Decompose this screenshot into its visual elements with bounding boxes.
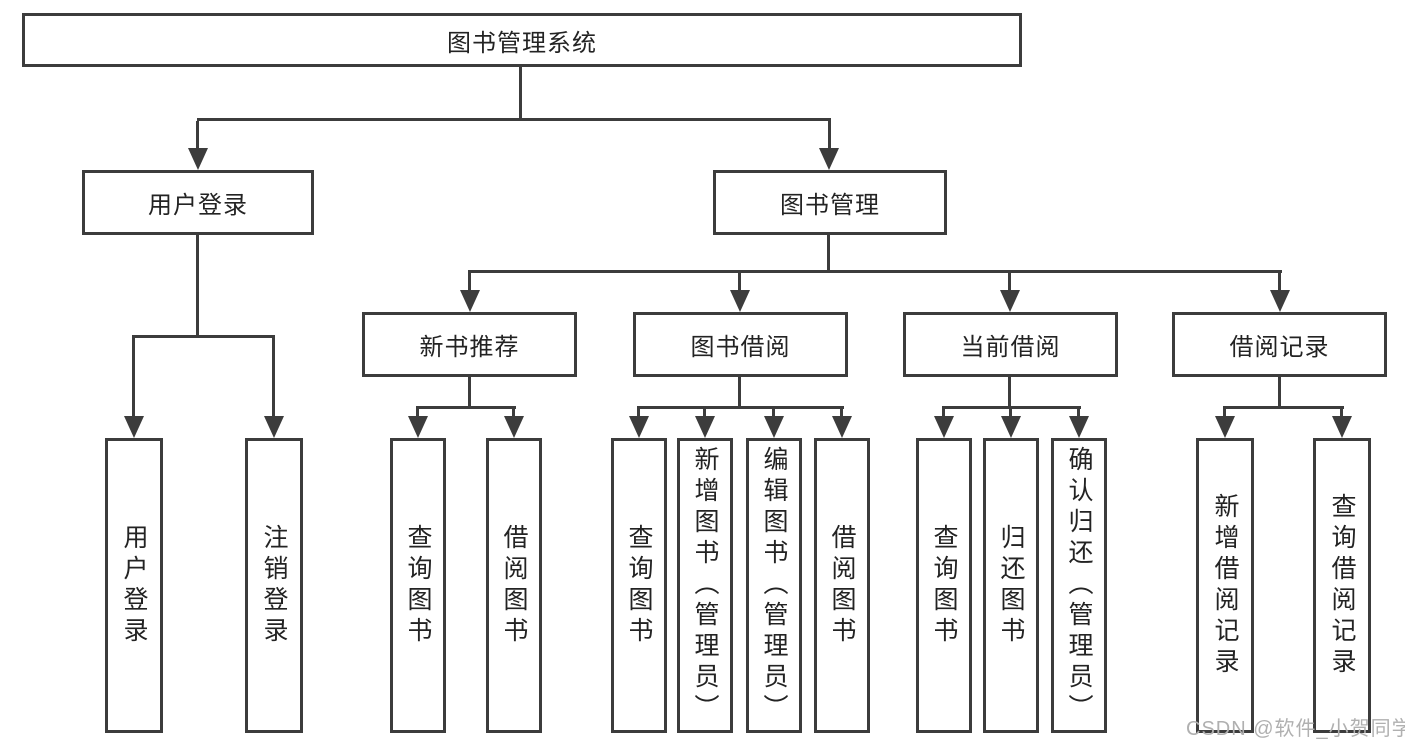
connector-book-management-stem [827,235,830,271]
node-label: 用户登录 [120,523,148,648]
connector-groupD-rail [1223,406,1344,409]
node-label: 查询借阅记录 [1328,492,1356,679]
node-label: 确认归还（管理员） [1065,446,1093,725]
arrowhead-down-icon [408,416,428,438]
arrowhead-down-icon [460,290,480,312]
node-book-borrowing: 图书借阅 [633,312,848,377]
node-label: 图书借阅 [690,334,791,361]
node-label: 查询图书 [930,523,958,648]
node-label: 新增借阅记录 [1211,492,1239,679]
leaf-borrow-books: 借阅图书 [814,438,870,733]
connector-stem-login-leaf [132,338,135,416]
arrowhead-down-icon [264,416,284,438]
connector-stem-leaf [1340,409,1343,418]
node-label: 借阅图书 [828,523,856,648]
node-current-borrowing: 当前借阅 [903,312,1118,377]
connector-stem-leaf [1223,409,1226,418]
connector-stem-leaf [703,409,706,418]
node-library-management-system: 图书管理系统 [22,13,1022,67]
arrowhead-down-icon [1001,416,1021,438]
node-book-management: 图书管理 [713,170,947,235]
leaf-query-books-current: 查询图书 [916,438,972,733]
arrowhead-down-icon [832,416,852,438]
leaf-add-borrow-record: 新增借阅记录 [1196,438,1254,733]
connector-groupA-stem [468,377,471,406]
arrowhead-down-icon [1332,416,1352,438]
connector-stem-user-login [196,121,199,148]
csdn-watermark: CSDN @软件_小贺同学 [1186,718,1405,740]
arrowhead-down-icon [1270,290,1290,312]
connector-stem-leaf [416,409,419,418]
connector-groupC-stem [1008,377,1011,406]
arrowhead-down-icon [764,416,784,438]
arrowhead-down-icon [819,148,839,170]
arrowhead-down-icon [1000,290,1020,312]
connector-groupB-rail [637,406,844,409]
connector-root-stem [519,67,522,119]
leaf-confirm-return-admin: 确认归还（管理员） [1051,438,1107,733]
connector-stem-book-borrow [738,273,741,290]
node-label: 查询图书 [404,523,432,648]
arrowhead-down-icon [629,416,649,438]
connector-groupC-rail [942,406,1081,409]
leaf-edit-books-admin: 编辑图书（管理员） [746,438,802,733]
arrowhead-down-icon [934,416,954,438]
node-label: 注销登录 [260,523,288,648]
connector-user-login-rail [132,335,275,338]
node-label: 用户登录 [148,192,248,219]
arrowhead-down-icon [1215,416,1235,438]
connector-groupD-stem [1278,377,1281,406]
connector-stem-leaf [840,409,843,418]
connector-groupB-stem [738,377,741,406]
leaf-logout: 注销登录 [245,438,303,733]
node-label: 查询图书 [625,523,653,648]
leaf-return-books: 归还图书 [983,438,1039,733]
connector-stem-leaf [512,409,515,418]
node-user-login: 用户登录 [82,170,314,235]
connector-stem-logout-leaf [272,338,275,416]
connector-level2-rail [468,270,1282,273]
arrowhead-down-icon [730,290,750,312]
arrowhead-down-icon [188,148,208,170]
connector-stem-borrow-records [1278,273,1281,290]
connector-stem-current-borrow [1008,273,1011,290]
connector-stem-leaf [637,409,640,418]
connector-level1-rail [197,118,831,121]
leaf-query-books-borrow: 查询图书 [611,438,667,733]
arrowhead-down-icon [124,416,144,438]
node-label: 当前借阅 [960,334,1061,361]
connector-stem-new-book [468,273,471,290]
connector-stem-leaf [772,409,775,418]
leaf-borrow-books-recommend: 借阅图书 [486,438,542,733]
node-borrowing-records: 借阅记录 [1172,312,1387,377]
node-label: 新增图书（管理员） [691,446,719,725]
node-label: 借阅图书 [500,523,528,648]
connector-stem-leaf [1077,409,1080,418]
node-label: 借阅记录 [1229,334,1330,361]
arrowhead-down-icon [1069,416,1089,438]
connector-stem-leaf [942,409,945,418]
leaf-query-books-recommend: 查询图书 [390,438,446,733]
connector-user-login-stem [196,235,199,336]
leaf-user-login: 用户登录 [105,438,163,733]
node-new-book-recommendation: 新书推荐 [362,312,577,377]
arrowhead-down-icon [695,416,715,438]
node-label: 新书推荐 [419,334,520,361]
leaf-query-borrow-record: 查询借阅记录 [1313,438,1371,733]
leaf-add-books-admin: 新增图书（管理员） [677,438,733,733]
node-label: 编辑图书（管理员） [760,446,788,725]
node-label: 归还图书 [997,523,1025,648]
connector-stem-book-management [828,121,831,148]
connector-stem-leaf [1009,409,1012,418]
node-label: 图书管理系统 [447,29,597,57]
arrowhead-down-icon [504,416,524,438]
connector-groupA-rail [416,406,516,409]
node-label: 图书管理 [780,192,880,219]
